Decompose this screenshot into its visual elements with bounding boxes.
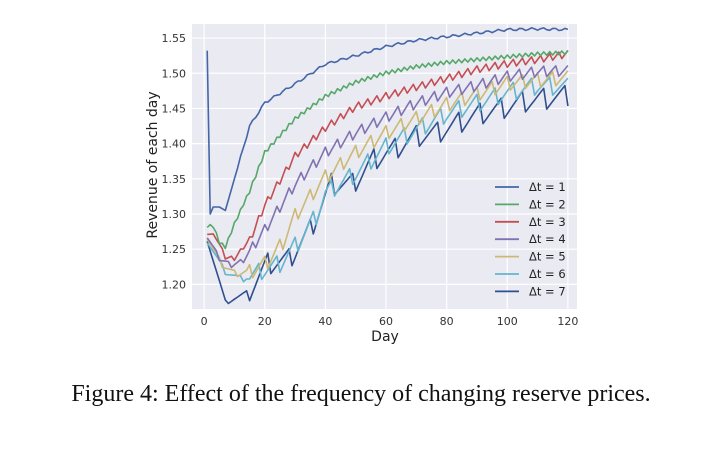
series-line-7 <box>206 84 569 305</box>
series-line-1 <box>206 27 569 215</box>
y-tick-label: 1.30 <box>162 208 187 221</box>
series-line-4 <box>206 64 569 269</box>
legend-entry: Δt = 5 <box>529 250 566 264</box>
x-tick-label: 60 <box>379 315 393 328</box>
y-tick-label: 1.40 <box>162 138 187 151</box>
x-axis-label: Day <box>371 329 399 345</box>
x-tick-label: 100 <box>497 315 518 328</box>
figure-caption: Figure 4: Effect of the frequency of cha… <box>71 381 651 407</box>
y-tick-label: 1.20 <box>162 278 187 291</box>
legend: Δt = 1 Δt = 2 Δt = 3 Δt = 4 Δt = 5 Δt = 6 Δt =… <box>495 180 566 298</box>
y-tick-label: 1.45 <box>162 102 187 115</box>
x-tick-label: 120 <box>557 315 578 328</box>
legend-entry: Δt = 4 <box>529 232 566 246</box>
x-tick-labels: 0 20 40 60 80 100 120 <box>201 315 579 328</box>
y-tick-label: 1.50 <box>162 67 187 80</box>
series-line-3 <box>207 49 569 262</box>
legend-entry: Δt = 6 <box>529 267 566 281</box>
legend-entry: Δt = 2 <box>529 197 566 211</box>
series-line-2 <box>206 50 569 250</box>
x-tick-label: 40 <box>318 315 332 328</box>
legend-entry: Δt = 3 <box>529 215 566 229</box>
y-tick-labels: 1.20 1.25 1.30 1.35 1.40 1.45 1.50 1.55 <box>162 32 187 291</box>
legend-entry: Δt = 7 <box>529 284 566 298</box>
x-tick-label: 80 <box>440 315 454 328</box>
series-lines <box>206 27 569 305</box>
y-axis-label: Revenue of each day <box>145 91 161 238</box>
y-tick-label: 1.55 <box>162 32 187 45</box>
x-tick-label: 0 <box>201 315 208 328</box>
plot-background <box>192 24 577 309</box>
series-line-6 <box>206 76 569 283</box>
series-line-5 <box>206 70 569 279</box>
y-tick-label: 1.35 <box>162 173 187 186</box>
legend-entry: Δt = 1 <box>529 180 566 194</box>
x-tick-label: 20 <box>258 315 272 328</box>
y-tick-label: 1.25 <box>162 243 187 256</box>
